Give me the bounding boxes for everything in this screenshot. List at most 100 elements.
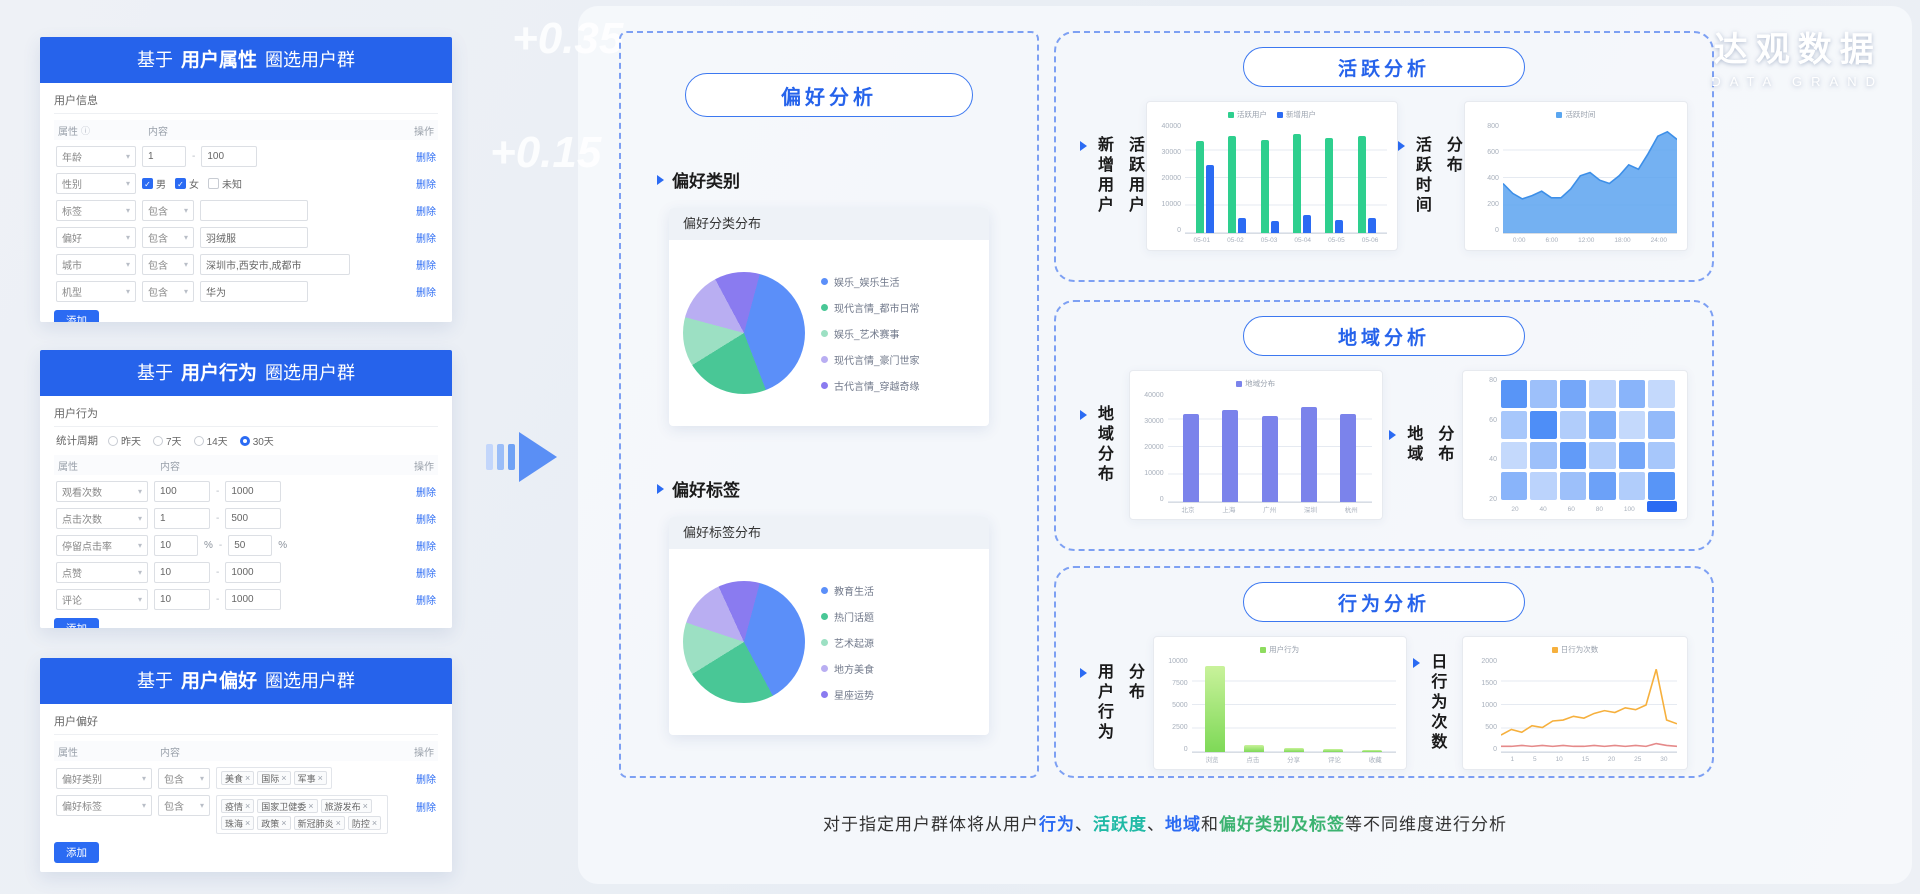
condition-select[interactable]: 包含▾: [142, 281, 194, 302]
behavior-select[interactable]: 观看次数▾: [56, 481, 148, 502]
x-axis: 浏览点击分享评论收藏: [1192, 754, 1396, 764]
radio-option[interactable]: 30天: [239, 433, 274, 448]
delete-link[interactable]: 删除: [416, 207, 436, 218]
legend-label: 地方美食: [834, 664, 874, 676]
x-tick-label: 浏览: [1205, 757, 1219, 764]
tag-chip[interactable]: 政策×: [257, 816, 291, 830]
delete-link[interactable]: 删除: [416, 542, 436, 553]
value-input[interactable]: 深圳市,西安市,成都市: [200, 254, 350, 275]
range-from-input[interactable]: 1: [154, 508, 210, 529]
range-to-input[interactable]: 50: [228, 535, 273, 556]
checkbox[interactable]: ✓: [142, 178, 153, 189]
checkbox-option[interactable]: ✓女: [175, 176, 199, 191]
checkbox-option[interactable]: ✓男: [142, 176, 166, 191]
remove-tag-icon[interactable]: ×: [245, 773, 251, 783]
condition-select[interactable]: 包含▾: [158, 795, 210, 816]
heatmap-badge[interactable]: [1646, 501, 1677, 512]
attribute-select[interactable]: 机型▾: [56, 281, 136, 302]
pie-legend: 娱乐_娱乐生活现代言情_都市日常娱乐_艺术赛事现代言情_豪门世家古代言情_穿越奇…: [821, 274, 920, 393]
condition-select[interactable]: 包含▾: [142, 227, 194, 248]
delete-link[interactable]: 删除: [416, 803, 436, 814]
remove-tag-icon[interactable]: ×: [245, 801, 251, 811]
tag-chip[interactable]: 国际×: [257, 771, 291, 785]
range-from-input[interactable]: 1: [142, 146, 186, 167]
legend-item: 教育生活: [821, 583, 874, 598]
remove-tag-icon[interactable]: ×: [308, 801, 314, 811]
attribute-select[interactable]: 城市▾: [56, 254, 136, 275]
label-active-time: 活跃时间 分布: [1397, 136, 1464, 216]
range-from-input[interactable]: 10: [154, 562, 210, 583]
tag-chip[interactable]: 珠海×: [221, 816, 255, 830]
title-prefix: 基于: [136, 671, 173, 691]
value-input[interactable]: 华为: [200, 281, 308, 302]
add-button[interactable]: 添加: [54, 618, 99, 628]
legend-dot: [821, 690, 828, 698]
period-label: 统计周期: [56, 435, 98, 447]
radio-button[interactable]: [108, 435, 118, 446]
delete-link[interactable]: 删除: [416, 515, 436, 526]
delete-link[interactable]: 删除: [416, 488, 436, 499]
radio-option[interactable]: 14天: [193, 433, 228, 448]
checkbox[interactable]: [208, 178, 219, 189]
remove-tag-icon[interactable]: ×: [281, 773, 287, 783]
checkbox-option[interactable]: 未知: [208, 176, 242, 191]
tag-chip[interactable]: 国家卫健委×: [257, 799, 318, 813]
behavior-select[interactable]: 评论▾: [56, 589, 148, 610]
legend-dot: [821, 277, 828, 285]
range-from-input[interactable]: 10: [154, 535, 198, 556]
remove-tag-icon[interactable]: ×: [245, 818, 251, 828]
bar: [1205, 665, 1226, 752]
attribute-select[interactable]: 性别▾: [56, 173, 136, 194]
radio-option[interactable]: 7天: [153, 433, 182, 448]
remove-tag-icon[interactable]: ×: [281, 818, 287, 828]
tag-chip[interactable]: 防控×: [347, 816, 382, 830]
condition-select[interactable]: 包含▾: [158, 767, 210, 789]
range-to-input[interactable]: 100: [201, 146, 258, 167]
range-to-input[interactable]: 500: [225, 508, 282, 529]
value-input[interactable]: 羽绒服: [200, 227, 308, 248]
radio-option[interactable]: 昨天: [108, 433, 141, 448]
range-to-input[interactable]: 1000: [225, 481, 282, 502]
preference-select[interactable]: 偏好标签▾: [56, 795, 152, 816]
delete-link[interactable]: 删除: [416, 774, 436, 786]
delete-link[interactable]: 删除: [416, 569, 436, 580]
attribute-select[interactable]: 年龄▾: [56, 146, 136, 167]
behavior-select[interactable]: 停留点击率▾: [56, 535, 148, 556]
remove-tag-icon[interactable]: ×: [371, 818, 378, 828]
delete-link[interactable]: 删除: [416, 596, 436, 607]
delete-link[interactable]: 删除: [416, 180, 436, 191]
value-input[interactable]: [200, 200, 308, 221]
add-button[interactable]: 添加: [54, 310, 99, 322]
legend-label: 娱乐_艺术赛事: [834, 329, 900, 341]
radio-button[interactable]: [193, 435, 204, 446]
tag-chip[interactable]: 疫情×: [221, 799, 255, 813]
remove-tag-icon[interactable]: ×: [317, 773, 323, 783]
behavior-select[interactable]: 点赞▾: [56, 562, 148, 583]
condition-select[interactable]: 包含▾: [142, 254, 194, 275]
attribute-select[interactable]: 标签▾: [56, 200, 136, 221]
delete-link[interactable]: 删除: [416, 261, 436, 272]
tag-chip[interactable]: 新冠肺炎×: [293, 816, 345, 830]
range-from-input[interactable]: 100: [154, 481, 210, 502]
label-daily-behavior-count: 日行为次数: [1413, 653, 1455, 753]
delete-link[interactable]: 删除: [416, 288, 436, 299]
radio-button[interactable]: [153, 435, 163, 446]
range-from-input[interactable]: 10: [154, 589, 210, 610]
behavior-select[interactable]: 点击次数▾: [56, 508, 148, 529]
tag-chip[interactable]: 旅游发布×: [320, 799, 372, 813]
radio-button[interactable]: [239, 435, 250, 446]
add-button[interactable]: 添加: [54, 842, 99, 863]
delete-link[interactable]: 删除: [416, 153, 436, 164]
attribute-select[interactable]: 偏好▾: [56, 227, 136, 248]
condition-select[interactable]: 包含▾: [142, 200, 194, 221]
chevron-down-icon: ▾: [125, 206, 130, 215]
delete-link[interactable]: 删除: [416, 234, 436, 245]
range-to-input[interactable]: 1000: [225, 589, 282, 610]
preference-select[interactable]: 偏好类别▾: [56, 767, 152, 789]
remove-tag-icon[interactable]: ×: [335, 818, 341, 828]
checkbox[interactable]: ✓: [175, 178, 186, 189]
remove-tag-icon[interactable]: ×: [362, 801, 368, 811]
tag-chip[interactable]: 军事×: [293, 771, 327, 785]
range-to-input[interactable]: 1000: [225, 562, 282, 583]
tag-chip[interactable]: 美食×: [221, 771, 255, 785]
